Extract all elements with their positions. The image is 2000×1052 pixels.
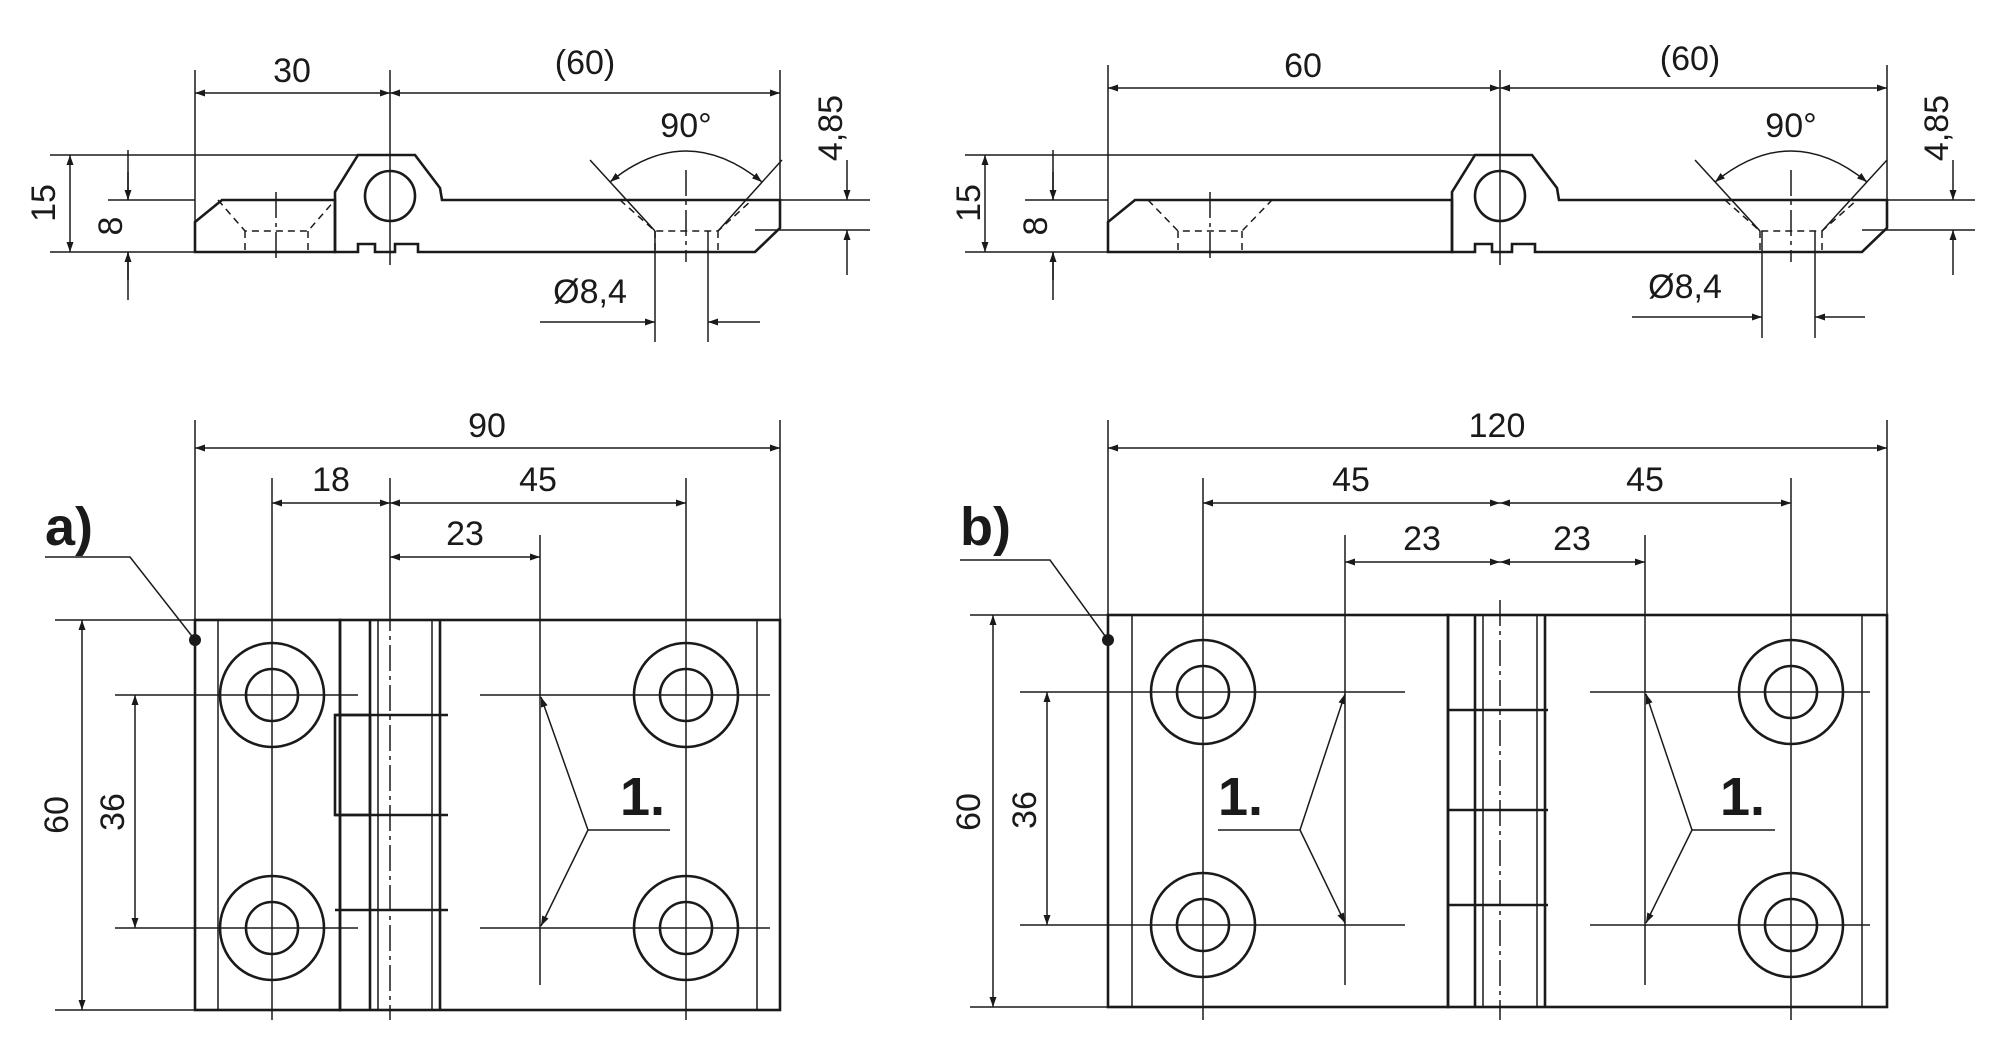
hinge-a-total-height: 15 (25, 184, 63, 222)
hinge-b-top-view: 120 45 45 23 23 60 36 b) 1. 1. (950, 407, 1889, 1020)
hinge-b-right-pin-to-hole: 45 (1626, 461, 1664, 499)
hinge-b-hole-diameter: Ø8,4 (1648, 268, 1722, 306)
callout-arrow (540, 696, 589, 831)
hinge-b-callout-left: 1. (1218, 767, 1263, 827)
hinge-b-left-leaf-width: 60 (1284, 47, 1322, 85)
hinge-b-label: b) (960, 497, 1011, 557)
hinge-a-hole-spacing: 36 (94, 793, 132, 831)
hinge-a-angle-label: 90° (660, 107, 711, 145)
hinge-b-label-leader (960, 559, 1109, 641)
hinge-a-angle-arc (609, 150, 763, 183)
hinge-a-plate-thickness: 4,85 (812, 95, 850, 161)
hinge-b-total-height: 15 (950, 184, 988, 222)
hinge-b-callout-right: 1. (1720, 767, 1765, 827)
hinge-b-knuckle (1450, 153, 1889, 254)
hinge-a-overall-width: 90 (468, 407, 506, 445)
callout-arrow (1645, 693, 1693, 831)
hinge-b-left-leaf-profile (1106, 198, 1454, 254)
hinge-b-angle-leg-left (1694, 159, 1761, 232)
hinge-b-right-leaf-width: (60) (1660, 40, 1720, 78)
hinge-a-left-leaf-width: 30 (273, 52, 311, 90)
hinge-a-callout: 1. (620, 767, 665, 827)
hinge-a-left-leaf-profile (193, 198, 337, 254)
hinge-a-label: a) (45, 497, 93, 557)
leader-dot (1102, 634, 1114, 646)
hinge-b-pin-axis-height: 8 (1017, 217, 1055, 236)
hinge-a-right-leaf-width: (60) (555, 44, 615, 82)
hinge-b-plate-thickness: 4,85 (1918, 95, 1956, 161)
hinge-a-pin-to-hole: 45 (519, 461, 557, 499)
hinge-b-right-pin-offset: 23 (1553, 520, 1591, 558)
callout-arrow (1299, 693, 1346, 831)
hinge-b-left-countersink (1147, 199, 1273, 252)
hinge-a-angle-leg-right (717, 159, 783, 232)
hinge-a-left-countersink (217, 199, 336, 252)
hinge-a-side-view: 90° 30 (60) 15 8 4,85 Ø8,4 (25, 44, 870, 342)
hinge-b-angle-arc (1714, 150, 1868, 183)
hinge-a-top-view: 90 18 45 23 60 36 a) 1. (38, 407, 782, 1020)
hinge-b-left-leaf (1106, 613, 1450, 1009)
callout-arrow (1299, 829, 1346, 924)
callout-arrow (540, 829, 589, 927)
hinge-a-label-leader (45, 556, 196, 641)
hinge-a-angle-leg-left (589, 159, 656, 232)
leader-dot (189, 634, 201, 646)
hinge-a-pin-offset: 23 (446, 515, 484, 553)
hinge-b-left-hole-to-pin: 45 (1332, 461, 1370, 499)
hinge-b-side-view: 90° 60 (60) 15 8 4,85 Ø8,4 (950, 40, 1975, 338)
hinge-b-angle-label: 90° (1765, 107, 1816, 145)
hinge-b-overall-height: 60 (950, 793, 988, 831)
hinge-a-pin-axis-height: 8 (92, 217, 130, 236)
callout-arrow (1645, 829, 1693, 924)
hinge-a-overall-height: 60 (38, 796, 76, 834)
hinge-b-angle-leg-right (1821, 159, 1888, 232)
hinge-b-hole-spacing: 36 (1006, 791, 1044, 829)
hinge-a-hole-to-pin: 18 (312, 461, 350, 499)
hinge-b-overall-width: 120 (1469, 407, 1526, 445)
hinge-a-hole-diameter: Ø8,4 (553, 273, 627, 311)
hinge-a-knuckle (333, 153, 782, 254)
hinge-b-left-pin-offset: 23 (1403, 520, 1441, 558)
